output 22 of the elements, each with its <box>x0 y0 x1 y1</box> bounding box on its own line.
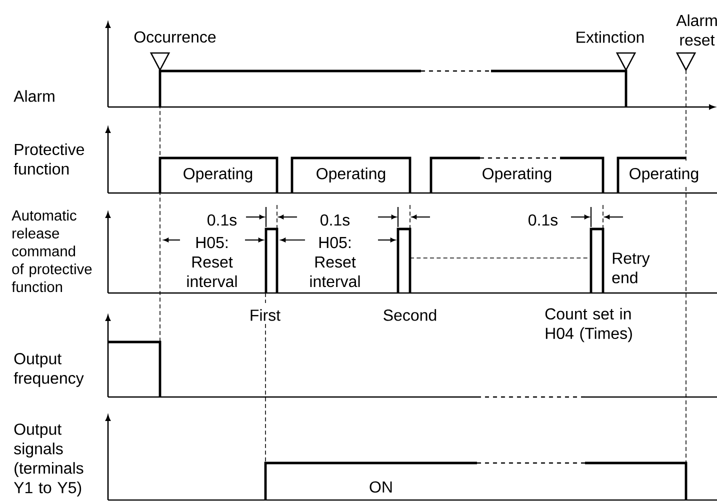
label: Alarm <box>14 90 54 102</box>
label: Alarm reset <box>676 14 717 46</box>
label: Operating <box>316 168 386 182</box>
label: Extinction <box>576 31 644 43</box>
label: ON <box>370 481 392 493</box>
label: First <box>250 309 280 321</box>
label: Second <box>384 309 436 321</box>
label: 0.1s <box>320 214 350 226</box>
label: Automatic release command of protective function <box>12 210 92 292</box>
label: Count set in H04 (Times) <box>545 308 632 342</box>
label: Output signals (terminals Y1 to Y5) <box>14 424 84 496</box>
label: H05: Reset interval <box>187 236 237 288</box>
label: Output frequency <box>14 353 84 387</box>
label: Retry end <box>612 252 650 284</box>
label: Operating <box>630 168 698 182</box>
label: 0.1s <box>528 214 558 226</box>
label: H05: Reset interval <box>310 236 360 288</box>
label: Operating <box>482 168 552 182</box>
label: Operating <box>184 168 252 182</box>
label: 0.1s <box>208 214 237 226</box>
label: Protective function <box>14 143 84 175</box>
label: Occurrence <box>134 31 216 43</box>
